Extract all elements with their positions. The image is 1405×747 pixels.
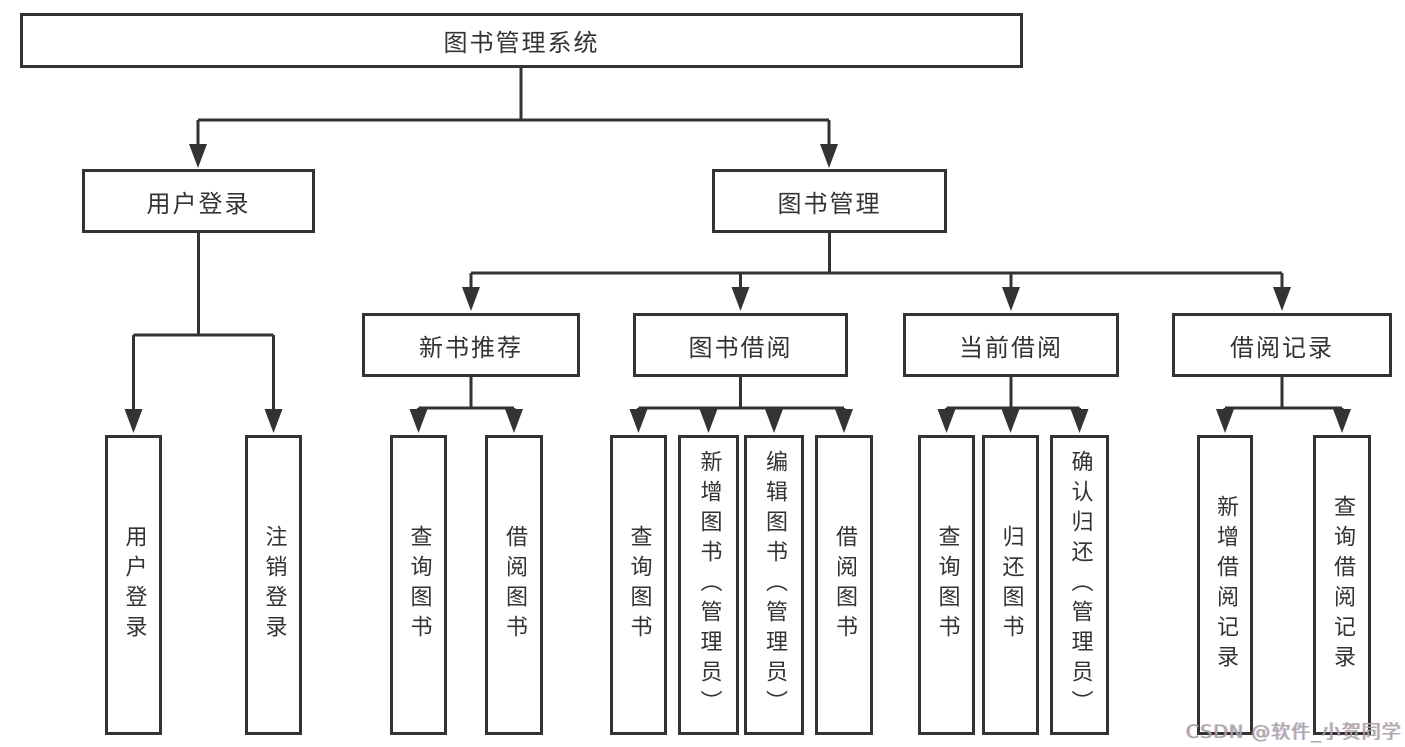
arrowheads — [124, 144, 1351, 433]
node-borrow-record-label: 借阅记录 — [1230, 333, 1334, 362]
arrowhead-icon — [1001, 409, 1020, 433]
arrowhead-icon — [1333, 409, 1351, 433]
arrowhead-icon — [462, 287, 480, 311]
arrowhead-icon — [820, 144, 838, 168]
node-record-query: 查询借阅记录 — [1313, 435, 1371, 735]
node-current-query-book-label: 查询图书 — [934, 525, 960, 645]
arrowhead-icon — [699, 409, 718, 433]
node-current-query-book: 查询图书 — [918, 435, 975, 735]
node-new-book-recommend: 新书推荐 — [362, 313, 580, 377]
arrowhead-icon — [1002, 287, 1020, 311]
node-new-book-recommend-label: 新书推荐 — [419, 333, 523, 362]
node-borrow-record: 借阅记录 — [1172, 313, 1392, 377]
node-recommend-borrow-book: 借阅图书 — [485, 435, 543, 735]
node-current-return-book-label: 归还图书 — [998, 525, 1024, 645]
node-logout-label: 注销登录 — [261, 525, 287, 645]
node-borrow-query-book: 查询图书 — [610, 435, 667, 735]
node-borrow-borrow-book: 借阅图书 — [815, 435, 873, 735]
node-borrow-query-book-label: 查询图书 — [626, 525, 652, 645]
node-record-query-label: 查询借阅记录 — [1330, 495, 1355, 675]
node-root: 图书管理系统 — [20, 13, 1023, 68]
node-borrow-edit-book-label: 编辑图书（管理员） — [762, 450, 787, 720]
arrowhead-icon — [264, 409, 283, 433]
node-user-login-leaf-label: 用户登录 — [121, 525, 147, 645]
arrowhead-icon — [505, 409, 523, 433]
arrowhead-icon — [731, 287, 750, 311]
arrowhead-icon — [629, 409, 648, 433]
arrowhead-icon — [124, 409, 143, 433]
node-recommend-query-book: 查询图书 — [390, 435, 447, 735]
arrowhead-icon — [189, 144, 207, 168]
node-current-return-book: 归还图书 — [982, 435, 1039, 735]
node-recommend-query-book-label: 查询图书 — [406, 525, 432, 645]
node-root-label: 图书管理系统 — [443, 29, 600, 57]
node-recommend-borrow-book-label: 借阅图书 — [502, 525, 527, 645]
node-borrow-edit-book: 编辑图书（管理员） — [744, 435, 804, 735]
node-book-management-label: 图书管理 — [777, 189, 882, 218]
node-borrow-borrow-book-label: 借阅图书 — [832, 525, 857, 645]
node-record-add-label: 新增借阅记录 — [1213, 495, 1238, 675]
node-current-borrow-label: 当前借阅 — [959, 333, 1063, 362]
node-current-confirm-return: 确认归还（管理员） — [1050, 435, 1109, 735]
node-book-management: 图书管理 — [712, 169, 947, 233]
node-current-confirm-return-label: 确认归还（管理员） — [1067, 450, 1093, 720]
node-user-login: 用户登录 — [82, 169, 315, 233]
node-logout: 注销登录 — [245, 435, 302, 735]
arrowhead-icon — [765, 409, 783, 433]
node-user-login-label: 用户登录 — [146, 189, 251, 218]
node-user-login-leaf: 用户登录 — [105, 435, 162, 735]
node-borrow-add-book-label: 新增图书（管理员） — [696, 450, 722, 720]
arrowhead-icon — [1216, 409, 1234, 433]
arrowhead-icon — [835, 409, 853, 433]
node-record-add: 新增借阅记录 — [1197, 435, 1253, 735]
node-current-borrow: 当前借阅 — [903, 313, 1119, 377]
node-borrow-add-book: 新增图书（管理员） — [678, 435, 739, 735]
arrowhead-icon — [1273, 287, 1291, 311]
arrowhead-icon — [409, 409, 428, 433]
node-book-borrow: 图书借阅 — [633, 313, 848, 377]
arrowhead-icon — [937, 409, 956, 433]
node-book-borrow-label: 图书借阅 — [688, 333, 793, 362]
csdn-watermark: CSDN @软件_小贺同学 — [1186, 721, 1402, 743]
arrowhead-icon — [1070, 409, 1089, 433]
